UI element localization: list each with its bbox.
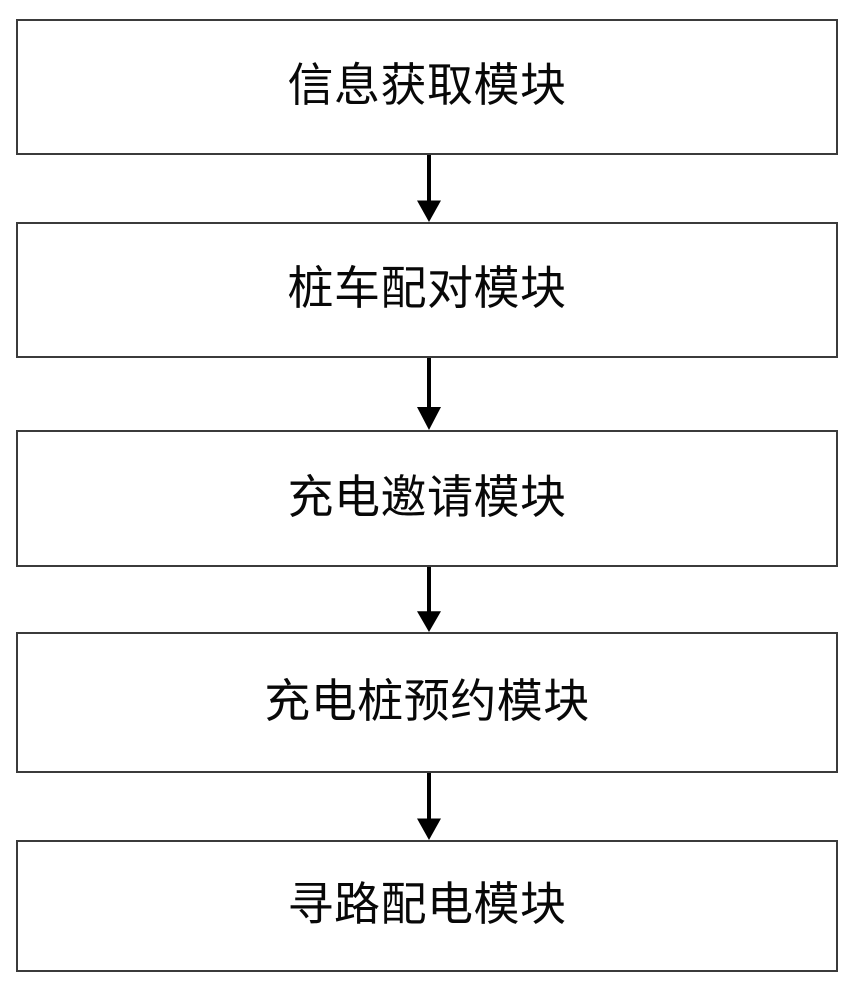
flow-node-4-label: 充电桩预约模块 [264, 673, 590, 728]
flow-connector-3 [416, 567, 442, 632]
flow-node-1-label: 信息获取模块 [287, 58, 567, 112]
flow-connector-2 [416, 358, 442, 430]
arrow-down-icon [417, 567, 441, 632]
flow-node-3[interactable]: 充电邀请模块 [16, 430, 838, 567]
flow-node-2-label: 桩车配对模块 [287, 261, 567, 315]
flow-node-4[interactable]: 充电桩预约模块 [16, 632, 838, 773]
flow-connector-4 [416, 773, 442, 840]
arrow-down-icon [417, 358, 441, 430]
flow-node-3-label: 充电邀请模块 [287, 469, 567, 524]
flow-node-5-label: 寻路配电模块 [287, 877, 567, 931]
flow-node-1[interactable]: 信息获取模块 [16, 19, 838, 155]
arrow-down-icon [417, 773, 441, 840]
arrow-down-icon [417, 155, 441, 222]
flow-node-2[interactable]: 桩车配对模块 [16, 222, 838, 358]
flow-connector-1 [416, 155, 442, 222]
flow-node-5[interactable]: 寻路配电模块 [16, 840, 838, 972]
